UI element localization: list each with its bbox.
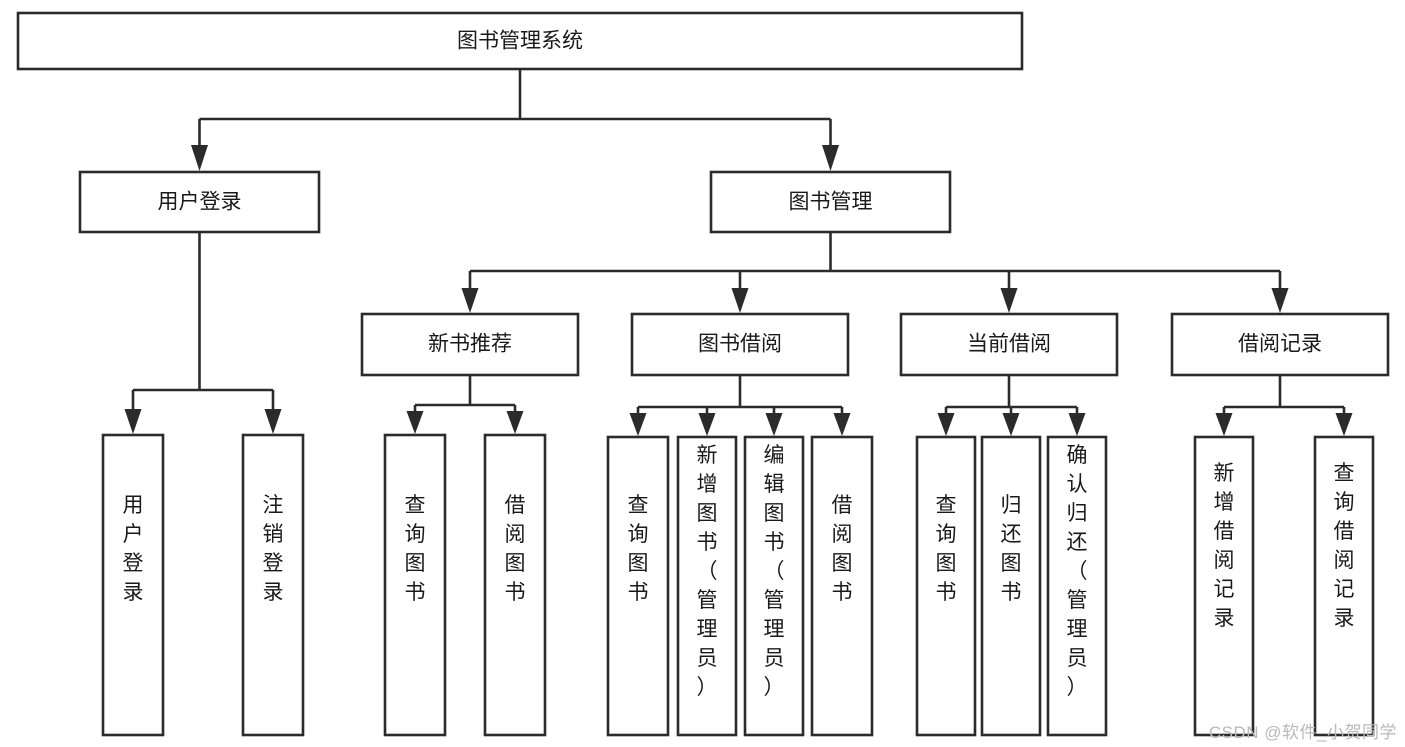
arrow-to-leaf-query-book-3 [937,413,955,436]
node-leaf-edit-book-label: 编辑图书（管理员） [764,444,785,699]
node-leaf-edit-book[interactable]: 编辑图书（管理员） [743,435,805,737]
arrow-to-user-login [191,145,208,171]
node-leaf-confirm-return[interactable]: 确认归还（管理员） [1046,435,1108,737]
node-leaf-borrow-book-2[interactable]: 借阅图书 [810,435,874,737]
node-layer: 图书管理系统 用户登录 图书管理 新书推荐 图书借阅 [16,11,1390,737]
node-leaf-borrow-book-1[interactable]: 借阅图书 [483,433,547,737]
arrow-to-leaf-query-book-2 [629,413,647,436]
arrow-to-new-book-rec [461,288,479,313]
node-leaf-query-book-1-label: 查询图书 [405,494,426,604]
node-book-borrow[interactable]: 图书借阅 [630,312,850,377]
node-root-label: 图书管理系统 [457,30,583,53]
node-book-borrow-label: 图书借阅 [698,333,782,356]
node-book-manage[interactable]: 图书管理 [709,170,952,234]
node-current-borrow[interactable]: 当前借阅 [899,312,1119,377]
arrow-to-leaf-logout [264,409,282,434]
node-current-borrow-label: 当前借阅 [967,333,1051,356]
arrow-to-leaf-add-record [1215,413,1233,436]
node-leaf-borrow-book-1-label: 借阅图书 [505,494,526,604]
node-user-login-label: 用户登录 [158,191,242,214]
node-leaf-query-record[interactable]: 查询借阅记录 [1313,435,1375,737]
node-leaf-confirm-return-label: 确认归还（管理员） [1067,444,1088,699]
node-leaf-add-book-label: 新增图书（管理员） [697,444,718,699]
node-new-book-rec-label: 新书推荐 [428,333,512,356]
node-leaf-return-book-label: 归还图书 [1001,494,1022,604]
arrow-to-leaf-query-book-1 [406,411,424,434]
node-leaf-add-record[interactable]: 新增借阅记录 [1193,435,1255,737]
arrow-to-book-manage [822,145,839,171]
node-leaf-query-book-2-label: 查询图书 [628,494,649,604]
node-user-login[interactable]: 用户登录 [78,170,321,234]
node-borrow-record-label: 借阅记录 [1238,333,1322,356]
node-borrow-record[interactable]: 借阅记录 [1170,312,1390,377]
node-leaf-add-record-label: 新增借阅记录 [1214,462,1235,630]
arrow-to-leaf-edit-book [765,413,783,436]
node-leaf-logout-label: 注销登录 [263,494,284,604]
node-root[interactable]: 图书管理系统 [16,11,1024,71]
arrow-to-leaf-query-record [1335,413,1353,436]
node-leaf-user-login[interactable]: 用户登录 [101,433,165,737]
arrow-to-borrow-record [1271,288,1289,313]
arrow-to-leaf-add-book [698,413,716,436]
node-leaf-query-book-1[interactable]: 查询图书 [383,433,447,737]
arrow-to-leaf-return-book [1002,413,1020,436]
node-leaf-add-book[interactable]: 新增图书（管理员） [676,435,738,737]
node-leaf-borrow-book-2-label: 借阅图书 [832,494,853,604]
arrow-to-leaf-user-login [124,409,142,434]
arrow-to-leaf-borrow-book-1 [506,411,524,434]
node-new-book-rec[interactable]: 新书推荐 [360,312,580,377]
node-leaf-query-book-3-label: 查询图书 [936,494,957,604]
node-leaf-query-book-2[interactable]: 查询图书 [606,435,670,737]
node-leaf-return-book[interactable]: 归还图书 [980,435,1042,737]
node-leaf-logout[interactable]: 注销登录 [241,433,305,737]
arrow-to-book-borrow [731,288,749,313]
arrow-to-leaf-confirm-return [1068,413,1086,436]
arrow-to-current-borrow [1000,288,1018,313]
node-leaf-query-book-3[interactable]: 查询图书 [915,435,977,737]
node-leaf-user-login-label: 用户登录 [123,494,144,604]
node-leaf-query-record-label: 查询借阅记录 [1334,462,1355,630]
arrow-to-leaf-borrow-book-2 [833,413,851,436]
node-book-manage-label: 图书管理 [789,191,873,214]
connector-layer [124,69,1353,436]
